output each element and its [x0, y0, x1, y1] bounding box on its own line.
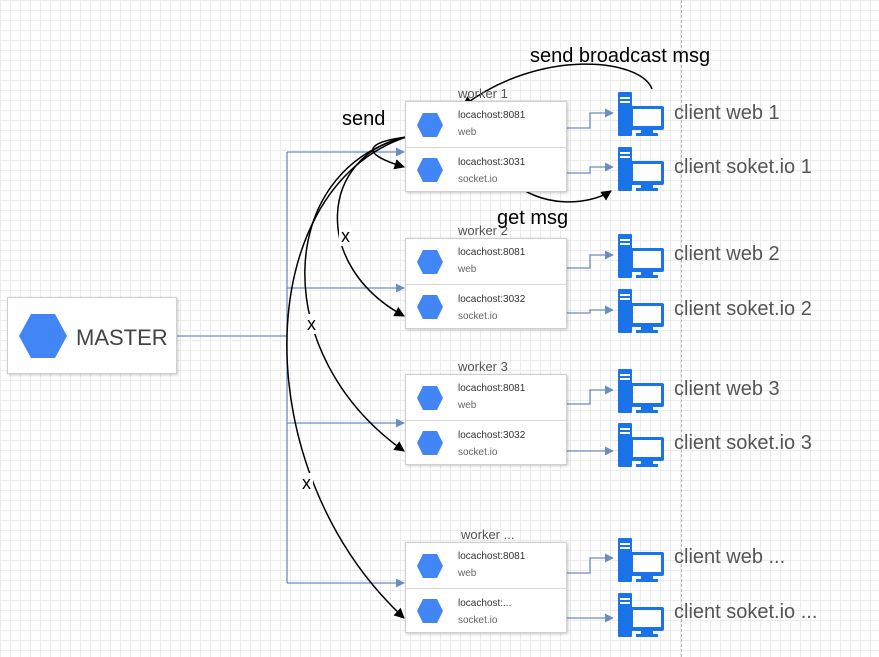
worker-2-socket-hexagon-icon	[417, 295, 443, 319]
worker-1-socket-address: locachost:3031	[458, 157, 526, 168]
worker-1-web-label: web	[458, 127, 477, 138]
send-annotation: send	[342, 108, 386, 130]
send-worker-3-arrow	[304, 136, 407, 452]
worker-1-socket-hexagon-icon	[417, 158, 443, 182]
client-web-n-label: client web ...	[674, 546, 786, 568]
master-connectors	[177, 147, 405, 588]
worker-2-web-address: locachost:8081	[458, 247, 526, 258]
blocked-x-mark-1: x	[339, 226, 352, 246]
worker-2-web-hexagon-icon	[417, 250, 443, 274]
worker-n-title: worker ...	[461, 527, 515, 542]
worker-n-socket-label: socket.io	[458, 615, 498, 626]
master-node[interactable]: MASTER	[7, 297, 177, 374]
worker-2-socket-label: socket.io	[458, 311, 498, 322]
message-flow-arrows	[286, 63, 653, 619]
client-web-2-label: client web 2	[674, 243, 780, 265]
worker-1-socket-label: socket.io	[458, 174, 498, 185]
blocked-x-mark-2: x	[305, 314, 318, 334]
worker-n-box[interactable]: locachost:8081 web locachost:... socket.…	[405, 542, 567, 633]
blocked-x-mark-3: x	[300, 473, 313, 493]
client-connectors	[567, 108, 614, 623]
worker-n-web-hexagon-icon	[417, 554, 443, 578]
worker-2-box[interactable]: locachost:8081 web locachost:3032 socket…	[405, 238, 567, 329]
send-worker-n-arrow	[286, 136, 407, 619]
worker-3-socket-hexagon-icon	[417, 431, 443, 455]
master-hexagon-icon	[19, 314, 67, 358]
worker-2-title: worker 2	[458, 223, 508, 238]
worker-3-socket-address: locachost:3032	[458, 430, 526, 441]
worker-n-web-address: locachost:8081	[458, 551, 526, 562]
worker-n-socket-address: locachost:...	[458, 598, 512, 609]
client-web-3-label: client web 3	[674, 378, 780, 400]
worker-1-divider	[406, 147, 566, 148]
client-socket-3-label: client soket.io 3	[674, 432, 812, 454]
computer-icon	[618, 289, 664, 333]
worker-3-box[interactable]: locachost:8081 web locachost:3032 socket…	[405, 374, 567, 465]
worker-1-title: worker 1	[458, 86, 508, 101]
client-socket-n-label: client soket.io ...	[674, 601, 818, 623]
computer-icon	[618, 147, 664, 191]
worker-3-web-hexagon-icon	[417, 386, 443, 410]
worker-n-divider	[406, 588, 566, 589]
worker-3-title: worker 3	[458, 359, 508, 374]
computer-icon	[618, 369, 664, 413]
worker-3-web-address: locachost:8081	[458, 383, 526, 394]
worker-3-divider	[406, 420, 566, 421]
worker-n-web-label: web	[458, 568, 477, 579]
computer-icon	[618, 92, 664, 136]
worker-1-web-hexagon-icon	[417, 113, 443, 137]
worker-2-socket-address: locachost:3032	[458, 294, 526, 305]
worker-n-socket-hexagon-icon	[417, 599, 443, 623]
computer-icon	[618, 234, 664, 278]
computer-icon	[618, 423, 664, 467]
client-web-1-label: client web 1	[674, 102, 780, 124]
worker-1-box[interactable]: locachost:8081 web locachost:3031 socket…	[405, 101, 567, 192]
worker-3-socket-label: socket.io	[458, 447, 498, 458]
send-worker-1-arrow	[372, 136, 407, 170]
worker-2-divider	[406, 284, 566, 285]
get-msg-annotation: get msg	[497, 207, 569, 229]
master-label: MASTER	[76, 325, 168, 350]
worker-3-web-label: web	[458, 400, 477, 411]
separator-dashed-line	[681, 0, 682, 657]
broadcast-arrow	[462, 63, 653, 107]
computer-icon	[618, 593, 664, 637]
client-socket-1-label: client soket.io 1	[674, 156, 812, 178]
broadcast-annotation: send broadcast msg	[530, 45, 711, 67]
worker-2-web-label: web	[458, 264, 477, 275]
client-socket-2-label: client soket.io 2	[674, 298, 812, 320]
computer-icon	[618, 538, 664, 582]
worker-1-web-address: locachost:8081	[458, 110, 526, 121]
